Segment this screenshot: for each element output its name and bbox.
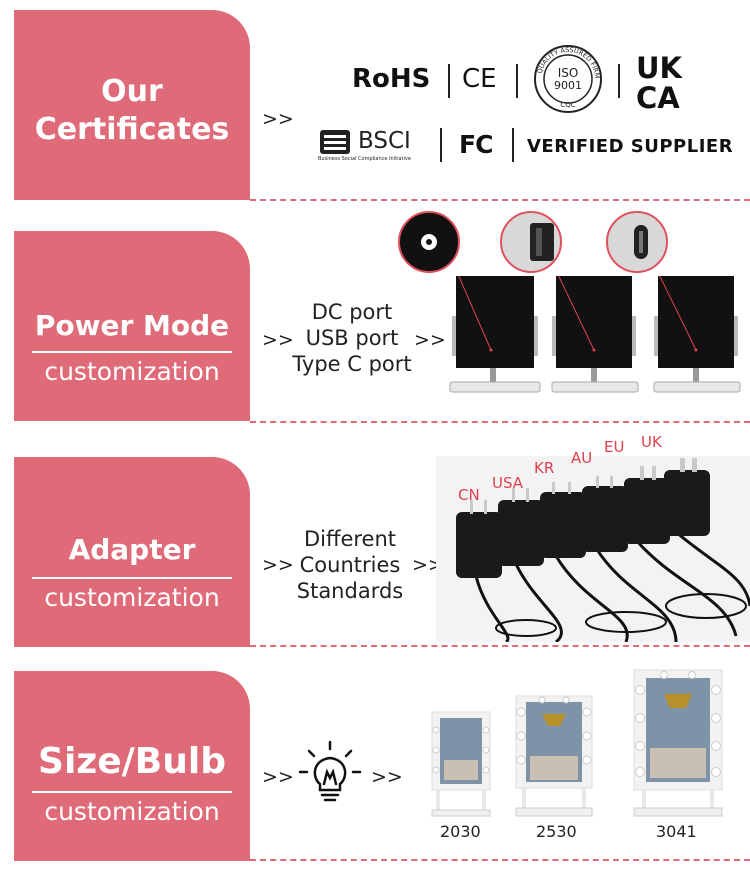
size-arrow-left: >> [262,766,294,788]
power-mode-title: Power Mode [34,309,230,342]
section-divider [250,199,750,201]
lightbulb-icon [298,740,362,806]
size-bulb-subtitle: customization [44,797,220,826]
region-label-kr: KR [534,459,555,477]
section-divider [250,421,750,423]
adapter-arrow-right: >> [412,554,444,576]
port-dc: DC port [311,300,393,324]
ce-logo: CE [462,64,497,94]
port-usb: USB port [305,326,399,350]
divider [618,64,620,98]
adapter-line-3: Standards [296,579,404,603]
certificates-title-line2: Certificates [34,112,230,147]
svg-text:CQC: CQC [560,101,575,109]
size-label-2030: 2030 [440,822,481,841]
adapter-tab: Adapter customization [14,457,250,647]
divider [440,128,442,162]
size-bulb-tab: Size/Bulb customization [14,671,250,861]
divider [448,64,450,98]
adapter-arrow-left: >> [262,554,294,576]
bsci-logo: BSCI Business Social Compliance Initiati… [318,128,428,166]
svg-text:9001: 9001 [554,79,582,92]
verified-supplier-label: VERIFIED SUPPLIER [527,136,734,157]
power-mode-tab: Power Mode customization [14,231,250,421]
title-rule [32,791,232,793]
svg-text:UK: UK [636,52,684,85]
region-label-uk: UK [641,433,662,451]
adapter-text: Different Countries Standards [286,526,414,604]
bsci-caption: Business Social Compliance Initiative [318,156,411,162]
monitor-usb [550,261,642,396]
region-label-usa: USA [492,474,524,492]
bsci-text: BSCI [358,128,411,154]
certificates-arrow: >> [262,108,294,130]
certificates-tab: Our Certificates [14,10,250,200]
certificates-title-line1: Our [101,74,163,109]
size-label-3041: 3041 [656,822,697,841]
power-port-list: DC port USB port Type C port [282,299,422,377]
power-mode-subtitle: customization [44,357,220,386]
divider [516,64,518,98]
type-c-port-zoom [606,211,668,273]
adapter-line-2: Countries [299,553,401,577]
section-divider [250,645,750,647]
mirror-2530 [514,694,594,818]
svg-text:CA: CA [636,81,680,110]
size-label-2530: 2530 [536,822,577,841]
monitor-dc [446,255,544,396]
region-label-au: AU [571,449,593,467]
mirror-3041 [632,668,724,818]
divider [512,128,514,162]
section-divider [250,859,750,861]
power-arrow-left: >> [262,329,294,351]
size-bulb-title: Size/Bulb [38,741,226,782]
region-label-cn: CN [458,486,480,504]
region-label-eu: EU [604,438,625,456]
iso-9001-seal: QUALITY ASSURED FIRM ISO 9001 CQC [533,44,603,114]
ukca-logo: UK CA [636,51,692,115]
power-arrow-right: >> [414,329,446,351]
dc-port-zoom [398,211,460,273]
title-rule [32,351,232,353]
monitor-type-c [651,259,744,396]
adapter-line-1: Different [303,527,397,551]
port-type-c: Type C port [292,352,412,376]
rohs-logo: RoHS [352,64,431,94]
title-rule [32,577,232,579]
usb-port-zoom [500,211,562,273]
mirror-2030 [430,710,492,818]
adapter-photo [436,456,750,644]
adapter-title: Adapter [68,533,196,566]
adapter-subtitle: customization [44,583,220,612]
svg-text:ISO: ISO [558,66,579,80]
size-arrow-right: >> [371,766,403,788]
fcc-logo: FC [459,130,493,159]
